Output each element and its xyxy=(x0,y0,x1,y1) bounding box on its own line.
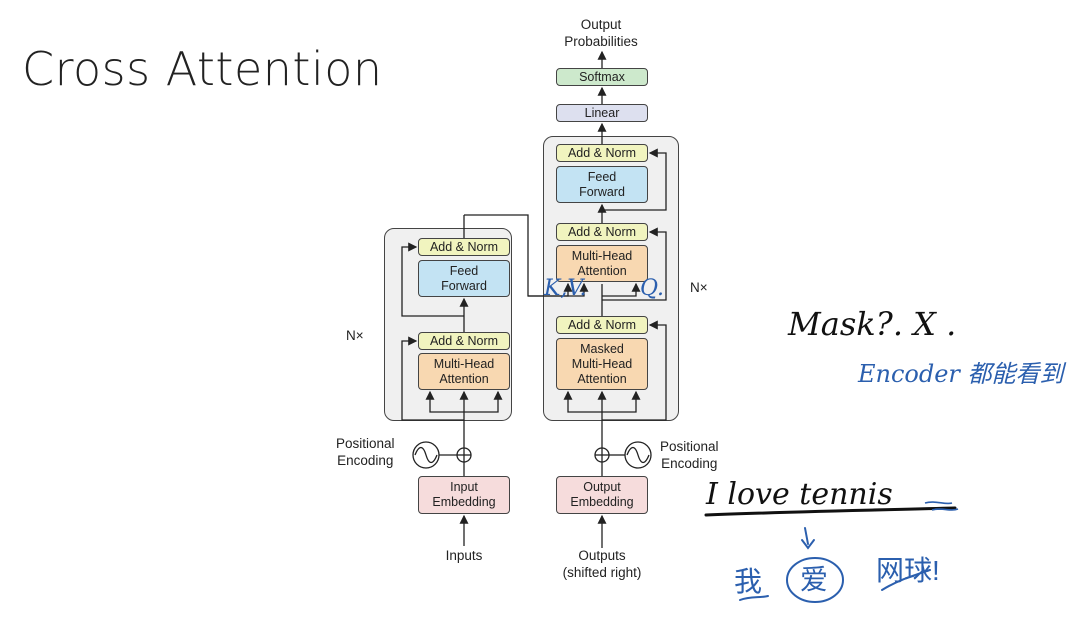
linear-box: Linear xyxy=(556,104,648,122)
decoder-multi-head-attention: Multi-Head Attention xyxy=(556,245,648,282)
encoder-add-norm-top: Add & Norm xyxy=(418,238,510,256)
output-embedding-box: Output Embedding xyxy=(556,476,648,514)
kv-annotation: K,V. xyxy=(544,276,587,301)
output-probabilities-label: Output Probabilities xyxy=(564,17,638,49)
q-annotation: Q. xyxy=(640,276,664,301)
translation-3: 网球! xyxy=(876,555,940,586)
inputs-label: Inputs xyxy=(445,548,483,563)
mask-note: Mask?. X . xyxy=(788,305,957,343)
translation-1: 我 xyxy=(734,566,763,597)
positional-encoding-left-label: Positional Encoding xyxy=(336,436,395,468)
translation-2: 爱 xyxy=(800,564,829,595)
softmax-box: Softmax xyxy=(556,68,648,86)
positional-encoding-right-label: Positional Encoding xyxy=(660,439,719,471)
sentence-annotation: I love tennis xyxy=(706,477,893,512)
decoder-feed-forward: Feed Forward xyxy=(556,166,648,203)
encoder-multi-head-attention: Multi-Head Attention xyxy=(418,353,510,390)
encoder-nx-label: N× xyxy=(346,328,364,343)
decoder-masked-attention: Masked Multi-Head Attention xyxy=(556,338,648,390)
outputs-label: Outputs (shifted right) xyxy=(562,548,642,580)
encoder-add-norm-bottom: Add & Norm xyxy=(418,332,510,350)
decoder-nx-label: N× xyxy=(690,280,708,295)
decoder-add-norm-bottom: Add & Norm xyxy=(556,316,648,334)
encoder-feed-forward: Feed Forward xyxy=(418,260,510,297)
encoder-note: Encoder 都能看到 xyxy=(858,360,1064,388)
decoder-add-norm-mid: Add & Norm xyxy=(556,223,648,241)
decoder-add-norm-top: Add & Norm xyxy=(556,144,648,162)
input-embedding-box: Input Embedding xyxy=(418,476,510,514)
page-title: Cross Attention xyxy=(22,42,383,96)
